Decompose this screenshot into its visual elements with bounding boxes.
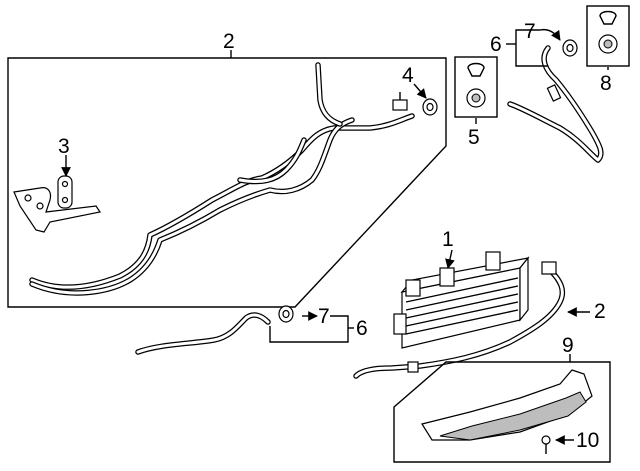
- callout-1: 1: [442, 228, 454, 251]
- callout-6-bottom: 6: [356, 317, 368, 340]
- leader-lines: [61, 28, 609, 445]
- callout-2-top: 2: [223, 30, 235, 53]
- upper-right-line: [507, 39, 604, 163]
- callout-9: 9: [562, 334, 574, 357]
- bracket-part-3: [13, 175, 101, 233]
- oil-cooler-part-1: [393, 251, 530, 349]
- callout-7-top: 7: [524, 20, 536, 43]
- clip-box-part-8: [586, 5, 630, 67]
- callout-4: 4: [402, 64, 414, 87]
- cooler-line-assembly: [29, 62, 415, 296]
- cooler-hose-part-2: [353, 261, 566, 379]
- callout-6-top: 6: [490, 33, 502, 56]
- cooler-lines-group-box: [7, 50, 447, 308]
- grommet-part-4: [422, 98, 438, 116]
- callout-5: 5: [468, 126, 480, 149]
- lower-left-line: [135, 305, 294, 355]
- callout-10: 10: [576, 429, 599, 452]
- shield-box-part-9: [393, 361, 611, 463]
- callout-7-bottom: 7: [318, 305, 330, 328]
- callout-3: 3: [58, 135, 70, 158]
- clip-box-part-5: [454, 56, 498, 118]
- callout-2-right: 2: [594, 300, 606, 323]
- callout-8: 8: [600, 72, 612, 95]
